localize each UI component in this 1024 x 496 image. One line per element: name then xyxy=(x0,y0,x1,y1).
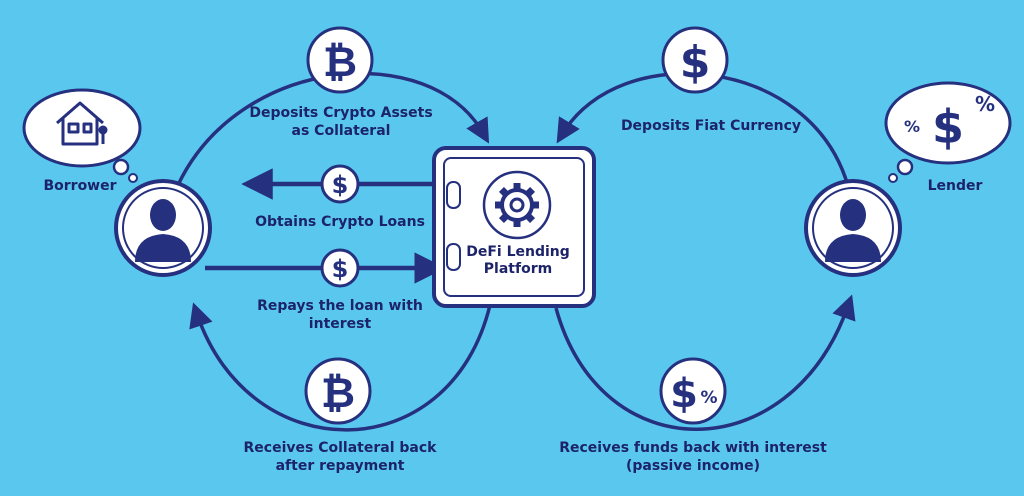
receives-funds-label: Receives funds back with interest (passi… xyxy=(559,440,827,474)
borrower-thought-bubble xyxy=(22,88,142,183)
vault-hinge-bottom xyxy=(446,243,461,271)
person-icon xyxy=(825,199,881,262)
vault-hinge-top xyxy=(446,181,461,209)
svg-text:$: $ xyxy=(332,171,349,199)
dollar-icon: $ xyxy=(661,26,729,94)
lender-thought-percent-left: % xyxy=(904,117,920,136)
svg-text:$: $ xyxy=(670,371,698,417)
obtains-loans-label: Obtains Crypto Loans xyxy=(255,214,425,230)
svg-text:$: $ xyxy=(680,37,711,88)
svg-text:₿: ₿ xyxy=(323,37,357,86)
platform-label: DeFi Lending Platform xyxy=(466,244,570,277)
right-loop-bottom-arc xyxy=(554,294,856,431)
lender-thought-dollar: $ xyxy=(932,100,964,154)
repays-loan-label: Repays the loan with interest xyxy=(257,298,423,332)
svg-text:₿: ₿ xyxy=(321,368,355,417)
gear-icon xyxy=(482,170,552,240)
dollar-icon: $ xyxy=(320,248,360,288)
deposits-fiat-label: Deposits Fiat Currency xyxy=(620,118,802,134)
receives-collateral-label: Receives Collateral back after repayment xyxy=(243,440,437,474)
person-icon xyxy=(135,199,191,262)
bitcoin-icon: ₿ xyxy=(306,26,374,94)
deposits-collateral-label: Deposits Crypto Assets as Collateral xyxy=(249,105,433,139)
svg-text:$: $ xyxy=(332,255,349,283)
dollar-percent-icon: $ % xyxy=(659,357,727,425)
svg-text:%: % xyxy=(700,388,717,408)
bitcoin-icon: ₿ xyxy=(304,357,372,425)
lender-thought-bubble xyxy=(884,81,1012,183)
lender-thought-percent-right: % xyxy=(975,92,995,116)
house-icon xyxy=(56,101,108,146)
borrower-label: Borrower xyxy=(43,178,117,194)
left-loop-bottom-arc xyxy=(189,302,492,432)
lender-label: Lender xyxy=(927,178,983,194)
dollar-icon: $ xyxy=(320,164,360,204)
